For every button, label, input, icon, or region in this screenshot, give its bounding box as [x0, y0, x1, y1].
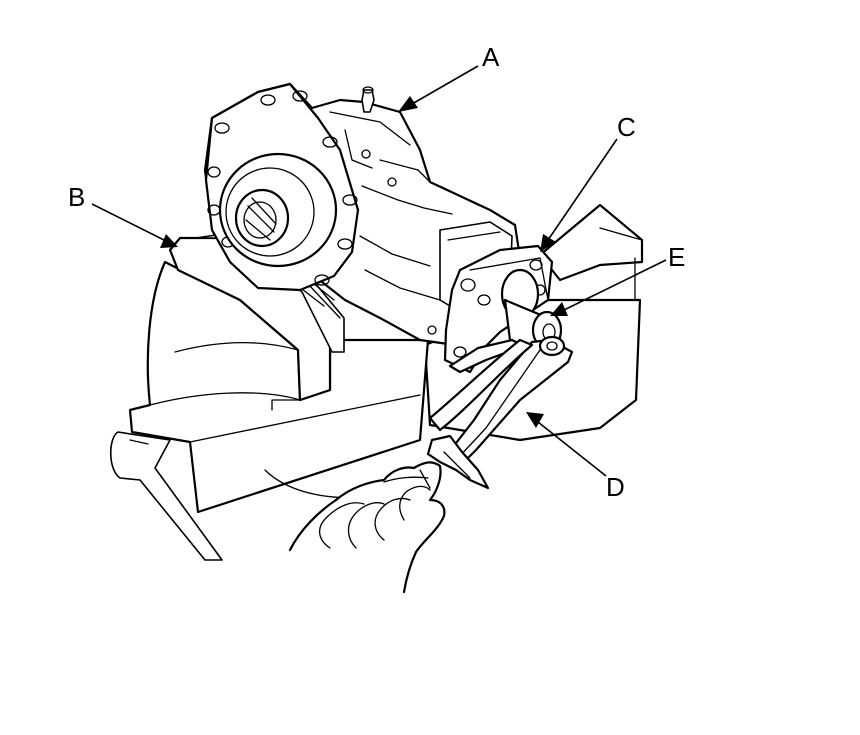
vise-rear-block	[538, 203, 644, 282]
callout-e: E	[550, 242, 685, 316]
hand-icon	[288, 461, 446, 594]
output-spline	[234, 188, 290, 248]
callout-e-label: E	[668, 242, 685, 272]
callout-d: D	[526, 412, 625, 502]
callout-a: A	[398, 42, 500, 112]
flange-holder-tool	[426, 335, 574, 490]
breather-vent	[361, 89, 375, 113]
callout-b: B	[68, 182, 178, 248]
callout-d-label: D	[606, 472, 625, 502]
callout-c-label: C	[617, 112, 636, 142]
vise-handle-bar	[109, 431, 223, 561]
callout-b-label: B	[68, 182, 85, 212]
callout-a-label: A	[482, 42, 500, 72]
differential-housing	[203, 82, 522, 347]
hand	[288, 461, 446, 594]
holder-clamp	[426, 434, 490, 490]
callout-c: C	[540, 112, 636, 252]
